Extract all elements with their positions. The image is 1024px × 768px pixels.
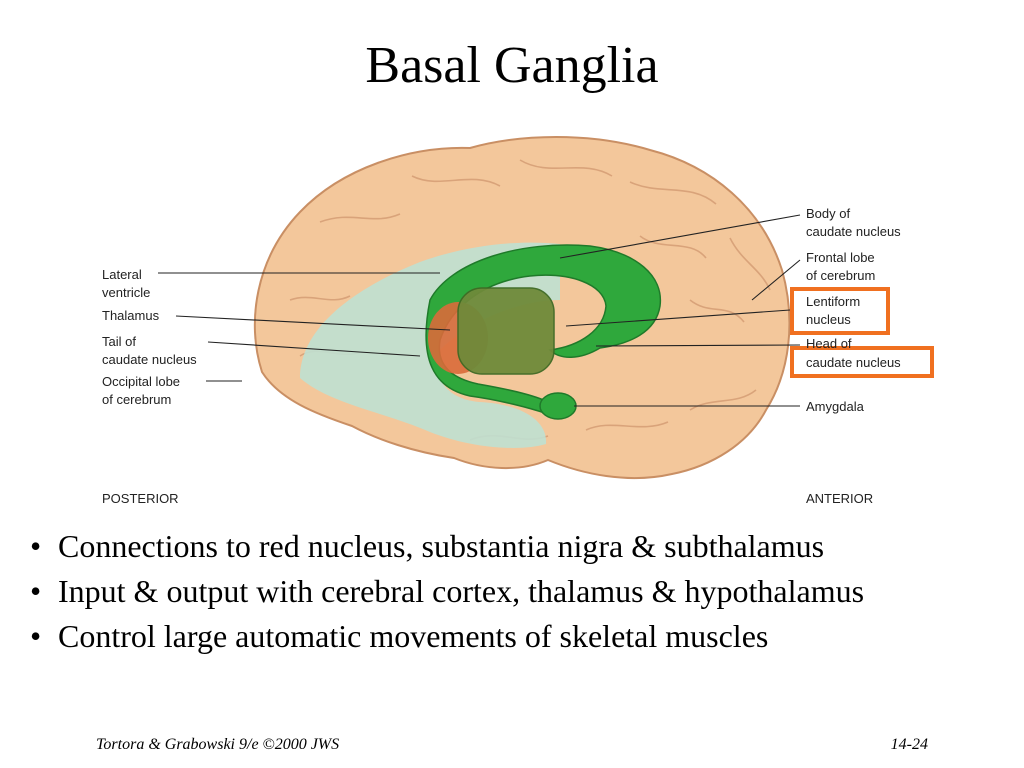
amygdala-shape <box>539 392 577 420</box>
label-occipital-lobe: Occipital lobe of cerebrum <box>102 374 184 407</box>
label-thalamus: Thalamus <box>102 308 160 323</box>
bullet-item: • Input & output with cerebral cortex, th… <box>24 572 1014 610</box>
head-caudate-highlight-box <box>790 346 934 378</box>
label-body-caudate: Body of caudate nucleus <box>806 206 901 239</box>
bullet-dot-icon: • <box>30 528 42 564</box>
bullet-item: • Control large automatic movements of sk… <box>24 617 1014 655</box>
label-lentiform-nucleus: Lentiform nucleus <box>806 294 864 327</box>
leader-lines <box>158 214 801 407</box>
label-lateral-ventricle: Lateral ventricle <box>102 267 150 300</box>
bullet-dot-icon: • <box>30 573 42 609</box>
bullet-text: Input & output with cerebral cortex, tha… <box>58 573 865 609</box>
bullet-item: • Connections to red nucleus, substantia … <box>24 527 1014 565</box>
label-head-caudate: Head of caudate nucleus <box>806 336 901 370</box>
slide-title: Basal Ganglia <box>365 37 659 94</box>
footer-citation: Tortora & Grabowski 9/e ©2000 JWS <box>96 736 340 753</box>
footer-page-number: 14-24 <box>890 736 928 753</box>
label-posterior: POSTERIOR <box>102 491 179 506</box>
label-frontal-lobe: Frontal lobe of cerebrum <box>806 250 878 283</box>
bullet-dot-icon: • <box>30 618 42 654</box>
lentiform-nucleus-shape <box>457 287 555 375</box>
bullet-text: Connections to red nucleus, substantia n… <box>58 528 825 564</box>
label-anterior: ANTERIOR <box>806 491 873 506</box>
lentiform-highlight-box <box>790 287 890 335</box>
label-amygdala: Amygdala <box>806 399 865 414</box>
bullet-text: Control large automatic movements of ske… <box>58 618 769 654</box>
label-tail-caudate: Tail of caudate nucleus <box>102 334 197 367</box>
bullet-list: • Connections to red nucleus, substantia … <box>24 527 1014 662</box>
basal-ganglia-diagram: Lateral ventricle Thalamus Tail of cauda… <box>102 136 934 506</box>
